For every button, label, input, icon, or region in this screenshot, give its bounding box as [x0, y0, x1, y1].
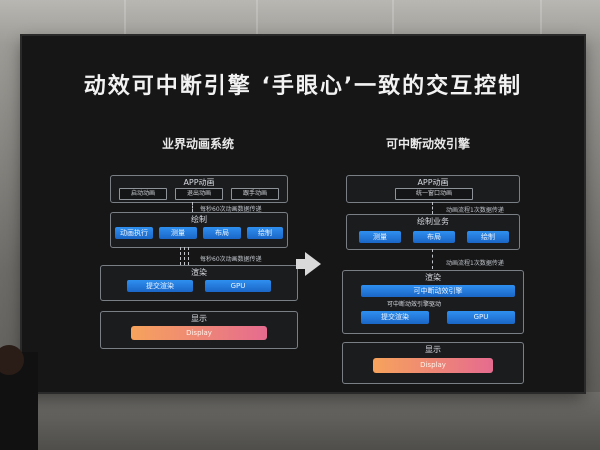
- left-display-title: 显示: [191, 314, 207, 323]
- presentation-screen: 动效可中断引擎 ‘手眼心’一致的交互控制 业界动画系统 APP动画 启动动画 退…: [22, 36, 584, 392]
- left-app-item-start: 启动动画: [119, 188, 167, 200]
- left-draw-item-layout: 布局: [203, 227, 241, 239]
- transition-arrow-stem: [296, 259, 306, 269]
- connector-line: [432, 249, 433, 269]
- left-draw-item-draw: 绘制: [247, 227, 283, 239]
- connector-line: [432, 202, 433, 214]
- left-note-1: 每秒60次动画数据传递: [200, 206, 262, 213]
- right-display-title: 显示: [425, 345, 441, 354]
- right-note-2: 动画流程1次数据传递: [446, 260, 504, 267]
- left-app-title: APP动画: [183, 178, 215, 187]
- left-display-bar: Display: [131, 326, 267, 340]
- left-draw-item-measure: 测量: [159, 227, 197, 239]
- connector-line: [192, 202, 193, 212]
- left-note-2: 每秒60次动画数据传递: [200, 256, 262, 263]
- right-display-box: 显示 Display: [342, 342, 524, 384]
- slide-title: 动效可中断引擎 ‘手眼心’一致的交互控制: [83, 74, 523, 99]
- left-draw-item-exec: 动画执行: [115, 227, 153, 239]
- right-render-item-gpu: GPU: [447, 311, 515, 324]
- right-draw-item-draw: 绘制: [467, 231, 509, 243]
- right-app-box: APP动画 统一窗口动画: [346, 175, 520, 203]
- right-note-1: 动画流程1次数据传递: [446, 207, 504, 214]
- right-app-item: 统一窗口动画: [395, 188, 473, 200]
- left-draw-title: 绘制: [191, 215, 207, 224]
- left-render-title: 渲染: [191, 268, 207, 277]
- left-app-item-follow: 跟手动画: [231, 188, 279, 200]
- presenter-head: [0, 345, 24, 375]
- left-render-box: 渲染 提交渲染 GPU: [100, 265, 298, 301]
- right-render-item-submit: 提交渲染: [361, 311, 429, 324]
- right-draw-title: 绘制业务: [417, 217, 449, 226]
- right-draw-box: 绘制业务 测量 布局 绘制: [346, 214, 520, 250]
- right-render-title: 渲染: [425, 273, 441, 282]
- connector-line: [184, 247, 185, 265]
- left-heading: 业界动画系统: [162, 137, 235, 151]
- right-engine-bar: 可中断动效引擎: [361, 285, 515, 297]
- right-display-bar: Display: [373, 358, 493, 373]
- left-display-box: 显示 Display: [100, 311, 298, 349]
- right-heading: 可中断动效引擎: [386, 137, 471, 151]
- right-engine-note: 可中断动效引擎驱动: [387, 301, 442, 308]
- right-draw-item-measure: 测量: [359, 231, 401, 243]
- left-draw-box: 绘制 动画执行 测量 布局 绘制: [110, 212, 288, 248]
- transition-arrow-icon: [305, 252, 321, 276]
- room-floor: [0, 392, 600, 450]
- left-app-item-exit: 退出动画: [175, 188, 223, 200]
- connector-line: [188, 247, 189, 265]
- left-render-item-submit: 提交渲染: [127, 280, 193, 292]
- left-render-item-gpu: GPU: [205, 280, 271, 292]
- right-render-box: 渲染 可中断动效引擎 可中断动效引擎驱动 提交渲染 GPU: [342, 270, 524, 334]
- connector-line: [180, 247, 181, 265]
- right-draw-item-layout: 布局: [413, 231, 455, 243]
- left-app-box: APP动画 启动动画 退出动画 跟手动画: [110, 175, 288, 203]
- right-app-title: APP动画: [417, 178, 449, 187]
